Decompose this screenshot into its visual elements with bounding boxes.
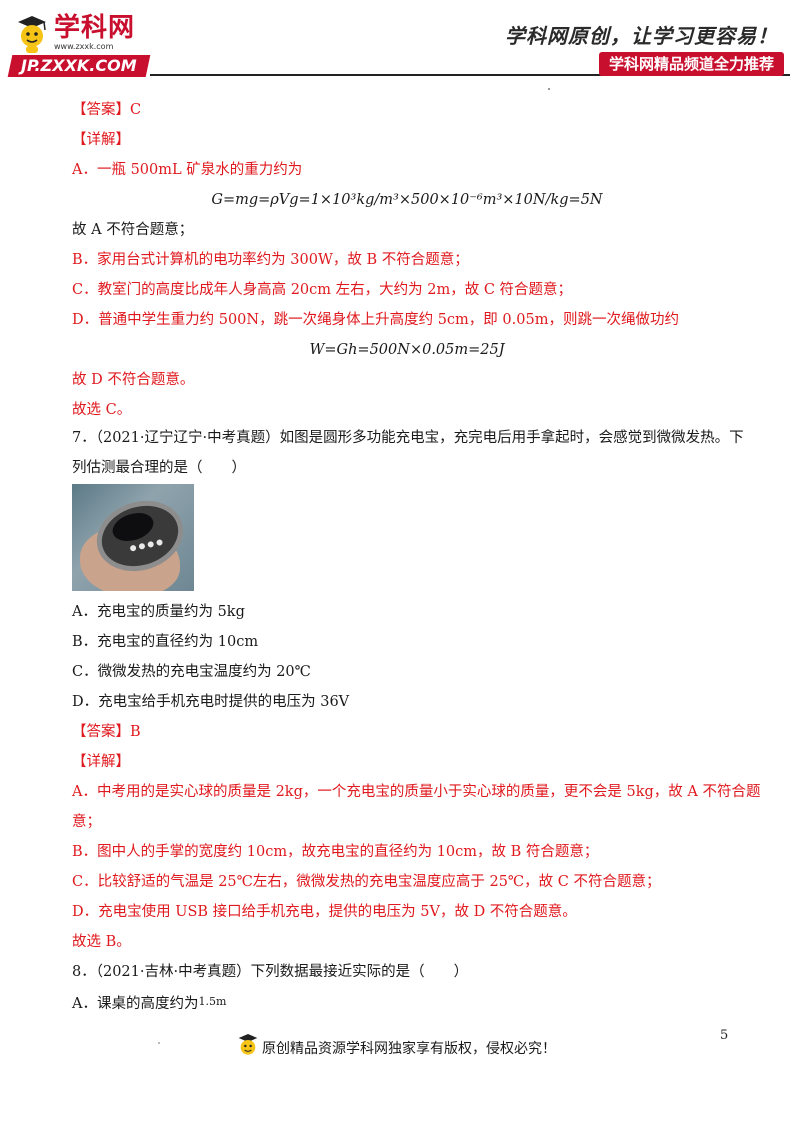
site-badge[interactable]: JP.ZXXK.COM: [7, 55, 151, 77]
q6-choice: 故选 C。: [72, 402, 132, 418]
q7-choice: 故选 B。: [72, 934, 131, 950]
scan-dot-footer: [158, 1042, 160, 1044]
q7-option-a: A．充电宝的质量约为 5kg: [72, 604, 245, 620]
q6-formula-work: W=Gh=500N×0.05m=25J: [309, 342, 505, 358]
header-divider: [150, 74, 790, 76]
page-header: 学科网 www.zxxk.com JP.ZXXK.COM 学科网原创，让学习更容…: [0, 0, 800, 90]
q6-detail-a-conclusion: 故 A 不符合题意；: [72, 222, 194, 238]
logo-title: 学科网: [54, 13, 136, 43]
q7-detail-b: B．图中人的手掌的宽度约 10cm，故充电宝的直径约为 10cm，故 B 符合题…: [72, 844, 599, 860]
q6-detail-b: B．家用台式计算机的电功率约为 300W，故 B 不符合题意；: [72, 252, 469, 268]
q7-detail-a-line2: 意；: [72, 814, 101, 830]
page-footer: 原创精品资源学科网独家享有版权，侵权必究！: [0, 1030, 800, 1070]
q7-detail-a-line1: A．中考用的是实心球的质量是 2kg，一个充电宝的质量小于实心球的质量，更不会是…: [72, 784, 761, 800]
q7-detail-d: D．充电宝使用 USB 接口给手机充电，提供的电压为 5V，故 D 不符合题意。: [72, 904, 577, 920]
q7-stem-line2: 列估测最合理的是（ ）: [72, 460, 246, 476]
q7-stem-line1: 7．（2021·辽宁辽宁·中考真题）如图是圆形多功能充电宝，充完电后用手拿起时，…: [72, 430, 744, 446]
q7-detail-heading: 【详解】: [72, 754, 130, 770]
q6-detail-c: C．教室门的高度比成年人身高高 20cm 左右，大约为 2m，故 C 符合题意；: [72, 282, 573, 298]
logo-url: www.zxxk.com: [54, 42, 114, 51]
q6-detail-d-conclusion: 故 D 不符合题意。: [72, 372, 195, 388]
power-bank-photo: [72, 484, 194, 591]
site-logo[interactable]: 学科网 www.zxxk.com: [14, 14, 135, 54]
scan-dot: [548, 88, 550, 90]
q8-option-a-label: A．课桌的高度约为: [72, 996, 199, 1012]
q7-option-d: D．充电宝给手机充电时提供的电压为 36V: [72, 694, 350, 710]
mascot-icon: [238, 1034, 258, 1055]
page-number: 5: [720, 1028, 729, 1043]
q6-detail-a: A．一瓶 500mL 矿泉水的重力约为: [72, 162, 303, 178]
copyright-notice: 原创精品资源学科网独家享有版权，侵权必究！: [262, 1041, 556, 1057]
q6-detail-heading: 【详解】: [72, 132, 130, 148]
q7-option-c: C．微微发热的充电宝温度约为 20℃: [72, 664, 311, 680]
q6-detail-d: D．普通中学生重力约 500N，跳一次绳身体上升高度约 5cm，即 0.05m，…: [72, 312, 679, 328]
channel-banner[interactable]: 学科网精品频道全力推荐: [598, 52, 784, 76]
q8-option-a: A．课桌的高度约为1.5m: [72, 992, 226, 1014]
q6-answer: 【答案】C: [72, 102, 142, 118]
q7-detail-c: C．比较舒适的气温是 25℃左右，微微发热的充电宝温度应高于 25℃，故 C 不…: [72, 874, 661, 890]
q7-option-b: B．充电宝的直径约为 10cm: [72, 634, 259, 650]
q6-formula-gravity: G=mg=ρVg=1×10³kg/m³×500×10⁻⁶m³×10N/kg=5N: [211, 192, 603, 208]
mascot-icon: [18, 16, 46, 53]
slogan: 学科网原创，让学习更容易！: [505, 24, 778, 48]
q8-stem: 8．（2021·吉林·中考真题）下列数据最接近实际的是（ ）: [72, 964, 469, 980]
q7-answer: 【答案】B: [72, 724, 141, 740]
q8-option-a-value: 1.5m: [198, 995, 227, 1008]
